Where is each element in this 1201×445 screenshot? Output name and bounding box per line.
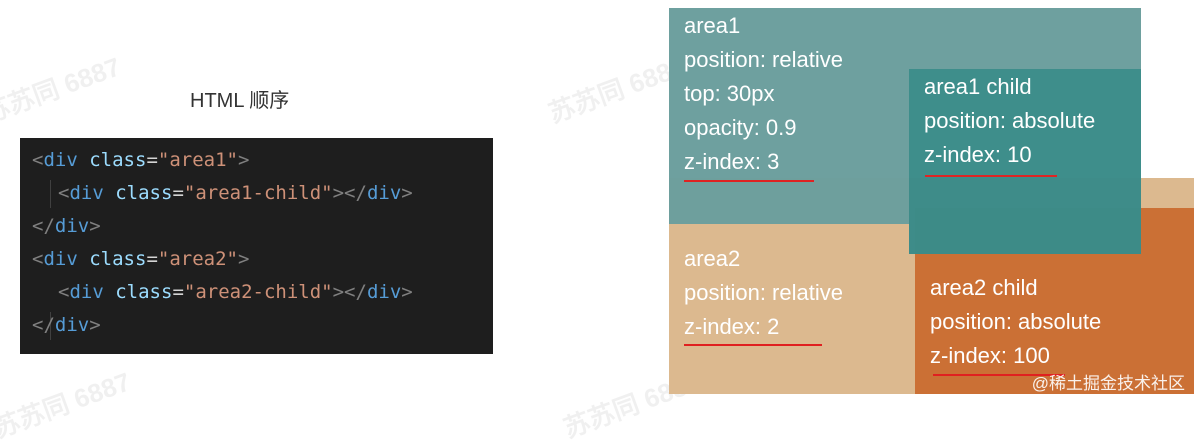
area2-child-line-2: position: absolute xyxy=(930,309,1102,334)
code-line-3: </div> xyxy=(32,215,101,237)
code-line-4: <div class="area2"> xyxy=(32,248,250,270)
area1-child-box: area1 child position: absolute z-index: … xyxy=(909,69,1141,254)
area1-line-3: top: 30px xyxy=(684,81,775,106)
area1-child-line-2: position: absolute xyxy=(924,108,1096,133)
code-line-6: </div> xyxy=(32,314,101,336)
indent-guide xyxy=(50,312,51,340)
area1-child-line-1: area1 child xyxy=(924,74,1032,99)
area2-line-3: z-index: 2 xyxy=(684,314,780,339)
code-block: <div class="area1"> <div class="area1-ch… xyxy=(20,138,493,354)
caption-html-order: HTML 顺序 xyxy=(190,90,290,112)
area2-child-line-1: area2 child xyxy=(930,275,1038,300)
area1-child-z-index-underline xyxy=(925,175,1057,177)
code-line-5: <div class="area2-child"></div> xyxy=(58,281,413,303)
area1-z-index-underline xyxy=(684,180,814,182)
indent-guide xyxy=(50,180,51,208)
area1-line-1: area1 xyxy=(684,13,741,38)
area2-z-index-underline xyxy=(684,344,822,346)
area1-child-line-3: z-index: 10 xyxy=(924,142,1032,167)
area2-line-2: position: relative xyxy=(684,280,843,305)
area2-child-z-index-underline xyxy=(933,374,1065,376)
area1-line-4: opacity: 0.9 xyxy=(684,115,797,140)
credit-watermark: @稀土掘金技术社区 xyxy=(1031,374,1185,393)
area2-child-line-3: z-index: 100 xyxy=(930,343,1050,368)
area1-line-5: z-index: 3 xyxy=(684,149,780,174)
area1-line-2: position: relative xyxy=(684,47,843,72)
code-line-2: <div class="area1-child"></div> xyxy=(58,182,413,204)
area1-box: area1 position: relative top: 30px opaci… xyxy=(669,8,1141,254)
watermark: 苏苏同 6887 xyxy=(0,51,125,129)
code-line-1: <div class="area1"> xyxy=(32,149,250,171)
area2-line-1: area2 xyxy=(684,246,741,271)
watermark: 苏苏同 6887 xyxy=(0,366,135,444)
